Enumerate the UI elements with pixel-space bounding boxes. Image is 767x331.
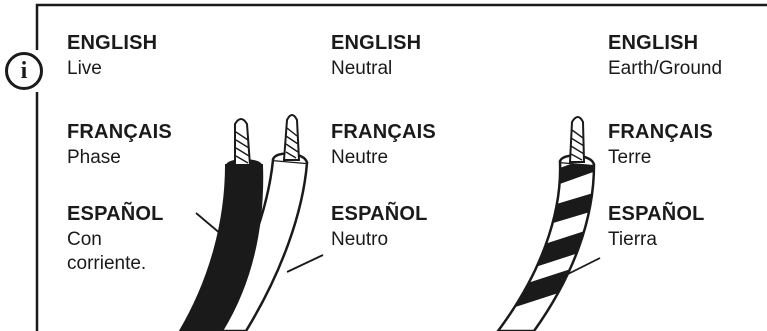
live-leader-line [195,212,229,241]
spanish-heading: ESPAÑOL [608,203,705,225]
english-heading: ENGLISH [331,32,422,54]
live-french-term: Phase [67,147,121,168]
earth-spanish-label: ESPAÑOL Tierra [608,202,705,252]
info-icon[interactable]: i [5,52,43,90]
english-heading: ENGLISH [67,32,158,54]
neutral-english-term: Neutral [331,58,393,79]
live-spanish-term-line2: corriente. [67,253,147,274]
spanish-heading: ESPAÑOL [331,203,428,225]
french-heading: FRANÇAIS [608,121,713,143]
neutral-french-term: Neutre [331,147,389,168]
earth-english-label: ENGLISH Earth/Ground [608,31,722,81]
live-wire [178,118,264,331]
spanish-heading: ESPAÑOL [67,203,164,225]
live-spanish-label: ESPAÑOL Con corriente. [67,202,164,276]
frame-border [35,3,767,50]
live-spanish-term-line1: Con [67,229,102,250]
french-heading: FRANÇAIS [331,121,436,143]
live-english-term: Live [67,58,102,79]
earth-french-label: FRANÇAIS Terre [608,120,713,170]
live-french-label: FRANÇAIS Phase [67,120,172,170]
earth-wire [496,116,596,331]
earth-leader-line [565,257,601,276]
earth-english-term: Earth/Ground [608,58,723,79]
neutral-leader-line [286,254,324,273]
live-english-label: ENGLISH Live [67,31,157,81]
neutral-french-label: FRANÇAIS Neutre [331,120,436,170]
neutral-spanish-label: ESPAÑOL Neutro [331,202,428,252]
earth-french-term: Terre [608,147,652,168]
french-heading: FRANÇAIS [67,121,172,143]
neutral-english-label: ENGLISH Neutral [331,31,421,81]
earth-spanish-term: Tierra [608,229,657,250]
neutral-spanish-term: Neutro [331,229,389,250]
english-heading: ENGLISH [608,32,699,54]
